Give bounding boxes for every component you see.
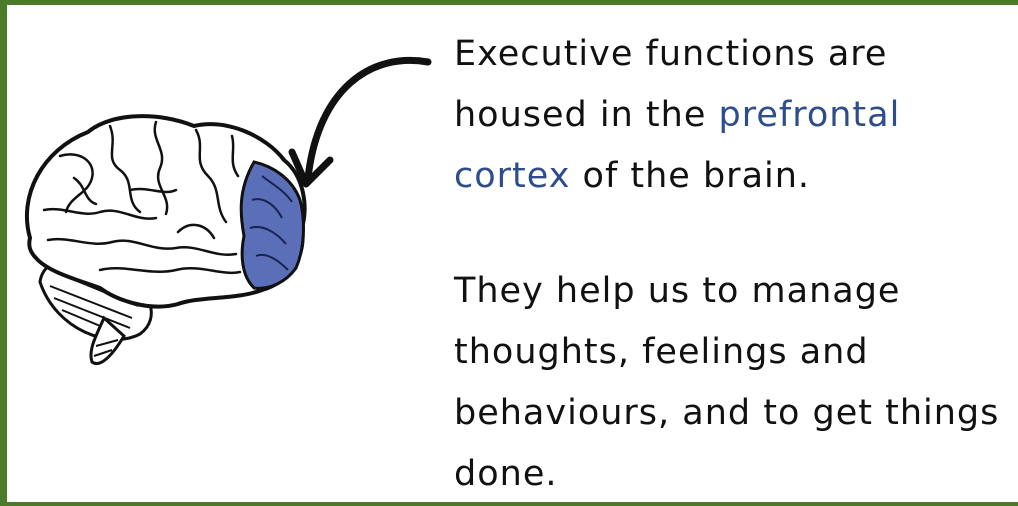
curved-arrow-icon <box>288 56 432 188</box>
prefrontal-cortex-highlight: prefrontal cortex <box>454 95 901 196</box>
caption-paragraph-1: Executive functions are housed in the pr… <box>454 24 1014 207</box>
caption-text-after: of the brain. <box>570 156 811 196</box>
caption-paragraph-2: They help us to manage thoughts, feeling… <box>454 271 1000 494</box>
caption-text-before: Executive functions are housed in the <box>454 34 888 135</box>
caption-block: Executive functions are housed in the pr… <box>454 24 1014 505</box>
brain-icon <box>24 114 307 365</box>
